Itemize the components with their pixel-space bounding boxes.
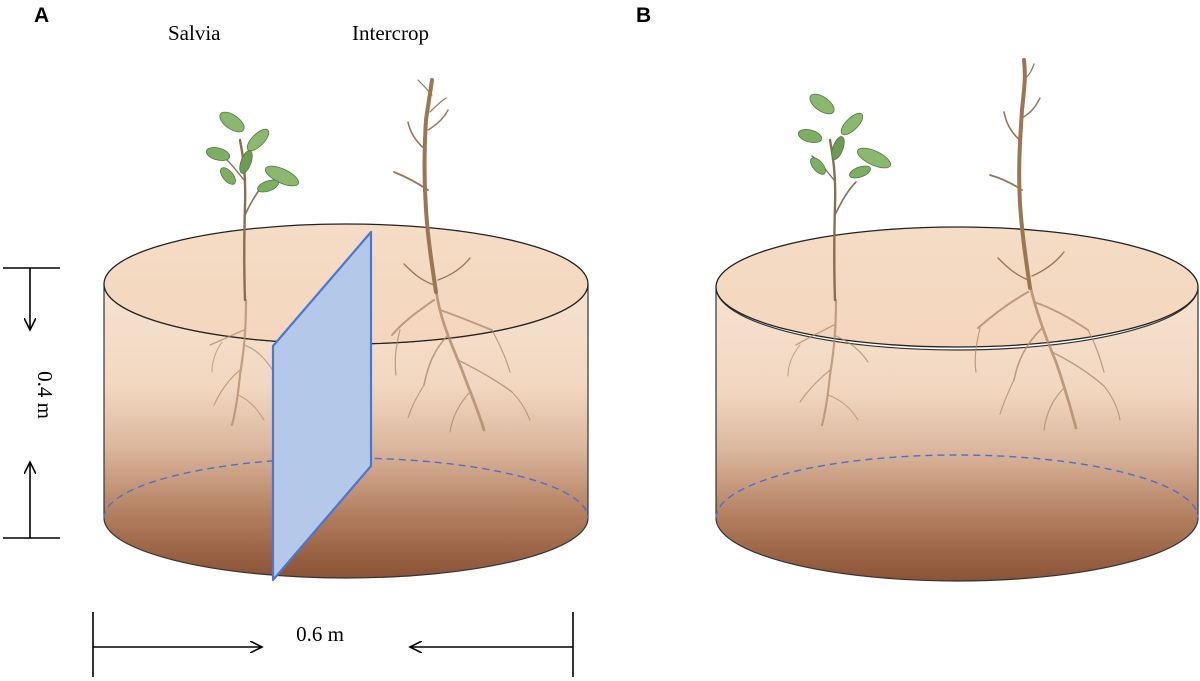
panel-a: A Salvia Intercrop [3, 4, 589, 677]
diameter-dimension: 0.6 m [92, 612, 574, 677]
intercrop-roots-b [974, 283, 1121, 431]
intercrop-label: Intercrop [352, 21, 429, 45]
depth-dimension: 0.4 m [3, 267, 60, 539]
salvia-label: Salvia [168, 21, 221, 45]
intercrop-plant-a [391, 78, 531, 433]
pot-b-bottom-rim [715, 454, 1199, 519]
panel-a-label: A [34, 4, 49, 27]
salvia-roots-b [787, 298, 869, 427]
pot-b-top [715, 226, 1199, 348]
pot-b [715, 226, 1199, 582]
panel-b: B [636, 4, 1199, 582]
depth-label: 0.4 m [33, 371, 57, 419]
salvia-leaves-a [205, 111, 299, 193]
panel-b-label: B [636, 4, 651, 27]
salvia-plant-b [787, 93, 891, 427]
root-barrier-plate [271, 230, 373, 582]
salvia-leaves-b [797, 93, 891, 179]
intercrop-plant-b [974, 58, 1121, 431]
intercrop-roots-a [391, 288, 531, 433]
diameter-label: 0.6 m [296, 622, 344, 646]
salvia-plant-a [205, 111, 299, 427]
pot-a-bottom-rim [103, 457, 589, 519]
